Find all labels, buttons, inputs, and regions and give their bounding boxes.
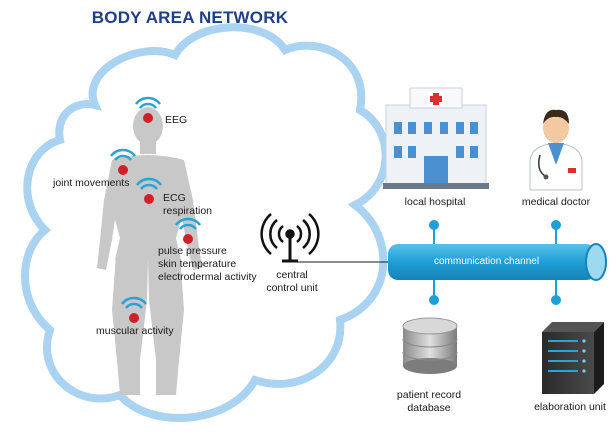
- sensor-muscular: [121, 296, 147, 323]
- label-skin-temperature: skin temperature: [158, 258, 237, 270]
- wifi-icon: [175, 217, 201, 230]
- label-control-unit: control unit: [266, 282, 318, 294]
- server-icon: [542, 322, 604, 394]
- label-medical-doctor: medical doctor: [521, 196, 591, 208]
- diagram-title: BODY AREA NETWORK: [91, 8, 289, 27]
- sensor-pulse: [175, 217, 201, 244]
- antenna-icon: [260, 213, 320, 263]
- label-central: central: [276, 269, 308, 281]
- communication-channel: [388, 243, 607, 281]
- label-communication-channel: communication channel: [434, 256, 540, 267]
- label-electrodermal-activity: electrodermal activity: [158, 271, 257, 283]
- wifi-icon: [121, 296, 147, 309]
- database-icon: [402, 317, 458, 374]
- label-respiration: respiration: [163, 205, 213, 217]
- sensor-dot: [143, 113, 153, 123]
- label-ecg: ECG: [163, 192, 186, 204]
- cloud-outline: [21, 23, 390, 422]
- label-joint-movements: joint movements: [53, 177, 130, 189]
- sensor-dot: [183, 234, 193, 244]
- channel-connectors: [429, 220, 561, 305]
- sensor-ecg: [136, 177, 162, 204]
- human-body-silhouette: [97, 107, 202, 395]
- sensor-eeg: [135, 96, 161, 123]
- sensor-dot: [144, 194, 154, 204]
- sensor-dot: [118, 165, 128, 175]
- doctor-icon: [529, 109, 583, 191]
- wifi-icon: [136, 177, 162, 190]
- wifi-icon: [135, 96, 161, 109]
- sensor-dot: [129, 313, 139, 323]
- label-database: database: [407, 402, 451, 414]
- wifi-icon: [110, 148, 136, 161]
- label-local-hospital: local hospital: [404, 196, 466, 208]
- label-pulse-pressure: pulse pressure: [158, 245, 227, 257]
- label-muscular-activity: muscular activity: [96, 325, 174, 337]
- hospital-icon: [383, 87, 489, 189]
- label-elaboration-unit: elaboration unit: [534, 401, 606, 413]
- sensor-joint: [110, 148, 136, 175]
- label-patient-record: patient record: [396, 389, 462, 401]
- label-eeg: EEG: [165, 114, 188, 126]
